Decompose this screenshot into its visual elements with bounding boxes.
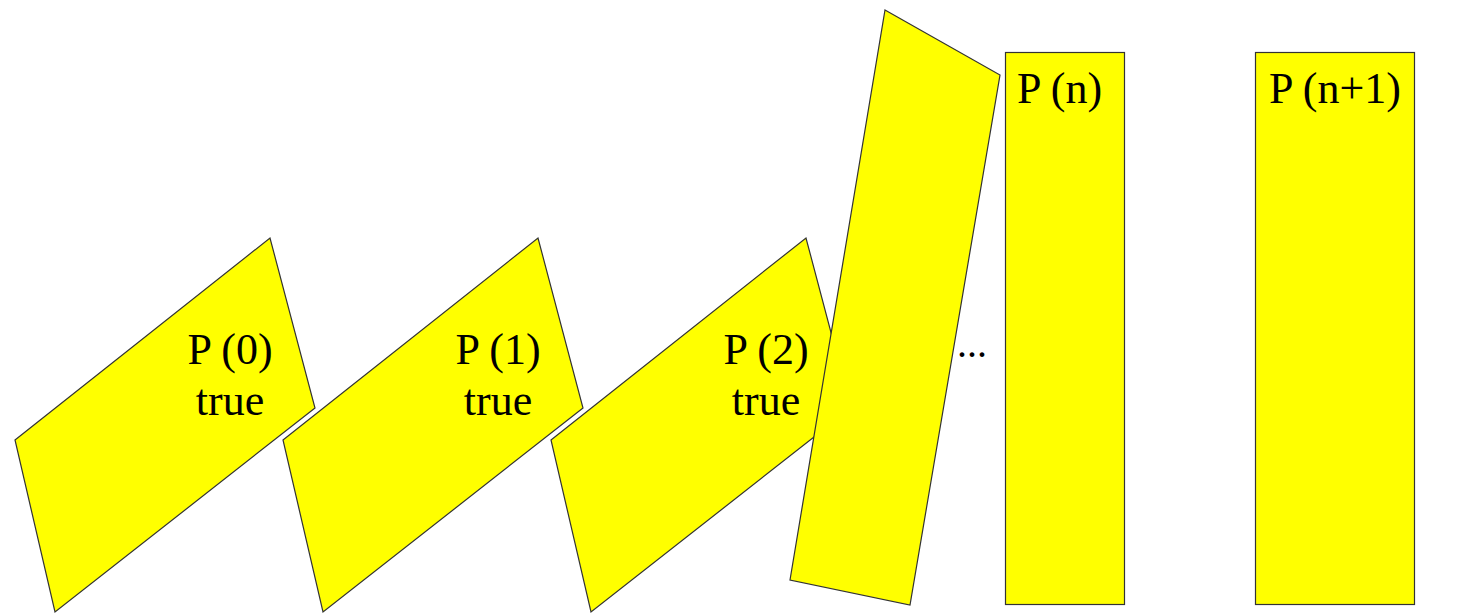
domino-outline <box>278 230 598 616</box>
domino-outline <box>1255 52 1415 605</box>
domino-shape <box>1006 53 1125 605</box>
domino-tile: P (1) true <box>278 230 598 616</box>
domino-label: P (n+1) <box>1257 64 1413 115</box>
domino-outline <box>10 230 330 616</box>
domino-shape <box>551 238 851 612</box>
ellipsis: ... <box>957 320 987 367</box>
domino-shape <box>283 238 583 612</box>
domino-outline <box>1005 52 1125 605</box>
standing-domino: P (n) <box>1005 52 1125 605</box>
domino-label: P (n) <box>1005 64 1114 115</box>
domino-label: P (0) true <box>175 325 285 426</box>
domino-tile: P (2) true <box>546 230 866 616</box>
domino-label: P (1) true <box>443 325 553 426</box>
domino-outline <box>546 230 866 616</box>
domino-shape <box>15 238 315 612</box>
standing-domino: P (n+1) <box>1255 52 1415 605</box>
domino-tile: P (0) true <box>10 230 330 616</box>
domino-shape <box>1256 53 1415 605</box>
domino-label: P (2) true <box>711 325 821 426</box>
